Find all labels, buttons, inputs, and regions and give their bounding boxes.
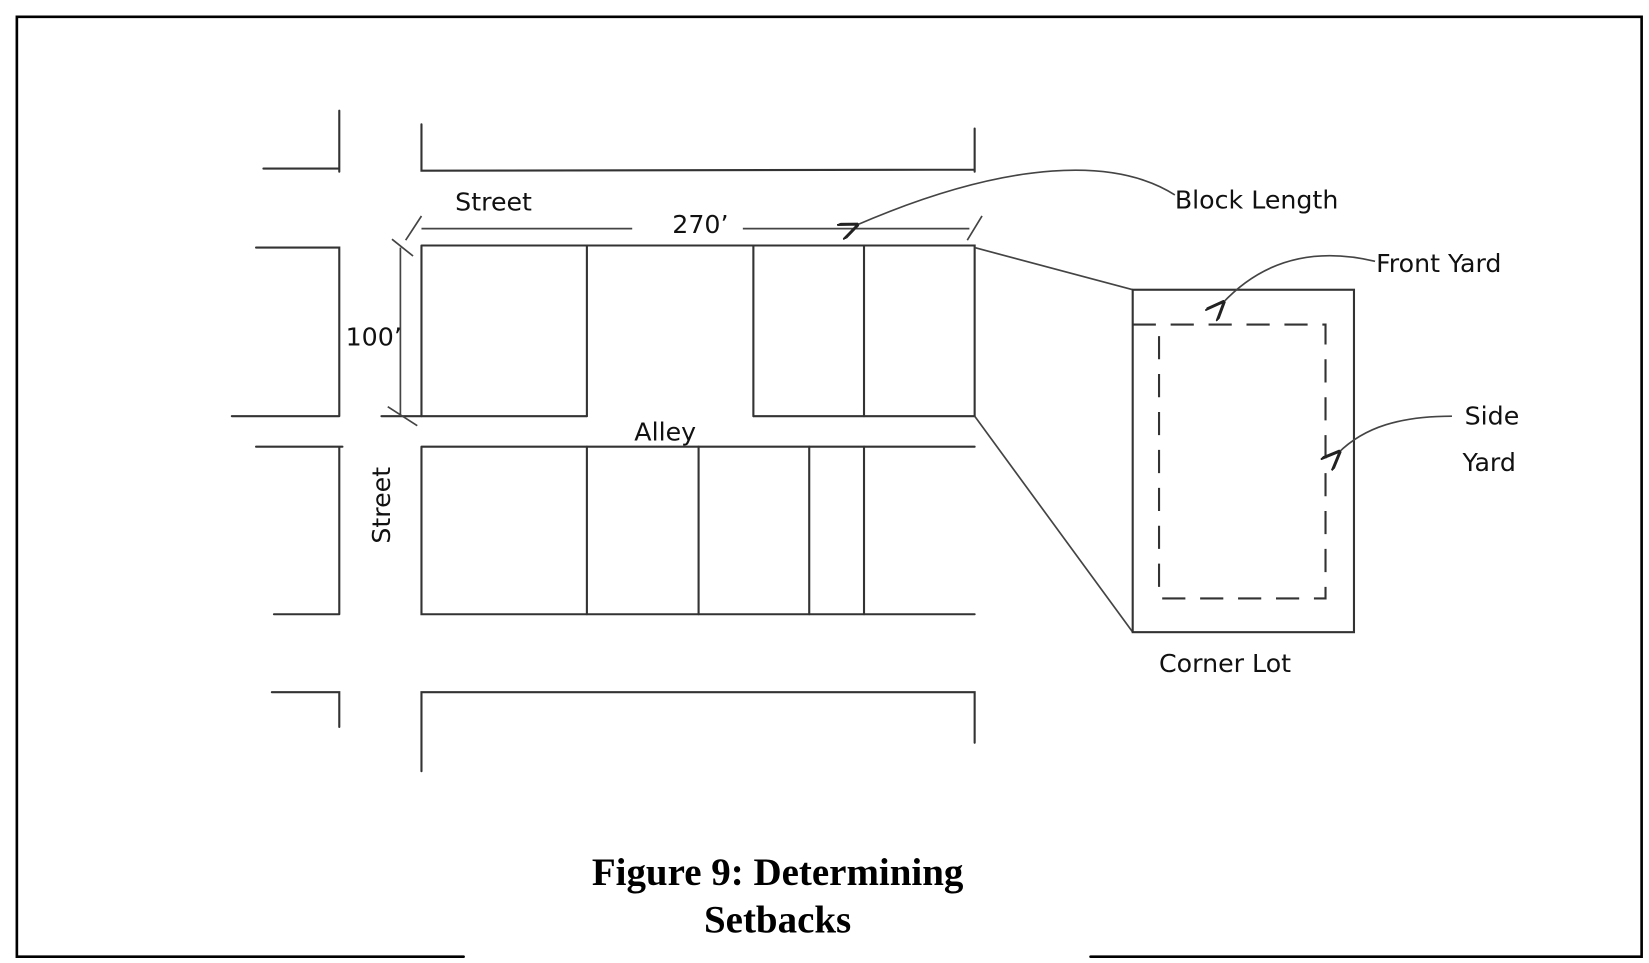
side-yard-label-line2: Yard	[1461, 448, 1515, 477]
corner-lot-label: Corner Lot	[1159, 649, 1291, 678]
street-side-label: Street	[367, 467, 396, 544]
side-yard-label-line1: Side	[1465, 402, 1520, 431]
front-yard-arrow	[1222, 254, 1376, 304]
side-yard-arrow	[1338, 415, 1452, 453]
dimension-lines	[387, 215, 983, 427]
corner-lot-detail	[1131, 288, 1356, 634]
block-length-label: Block Length	[1175, 186, 1339, 215]
front-yard-label: Front Yard	[1376, 249, 1501, 278]
callout-arrows	[856, 169, 1452, 453]
street-grid	[230, 109, 976, 773]
block-length-dimension: 270’	[672, 210, 728, 239]
block-upper	[380, 244, 976, 418]
block-length-arrow	[856, 169, 1176, 225]
zoom-connector-lines	[973, 246, 1134, 633]
figure-border	[15, 15, 1643, 958]
block-depth-dimension: 100’	[346, 323, 402, 352]
block-lower	[420, 445, 976, 616]
alley-label: Alley	[634, 417, 696, 446]
figure-caption-line1: Figure 9: Determining	[592, 851, 964, 894]
street-top-label: Street	[455, 188, 532, 217]
figure-caption-line2: Setbacks	[704, 898, 851, 941]
